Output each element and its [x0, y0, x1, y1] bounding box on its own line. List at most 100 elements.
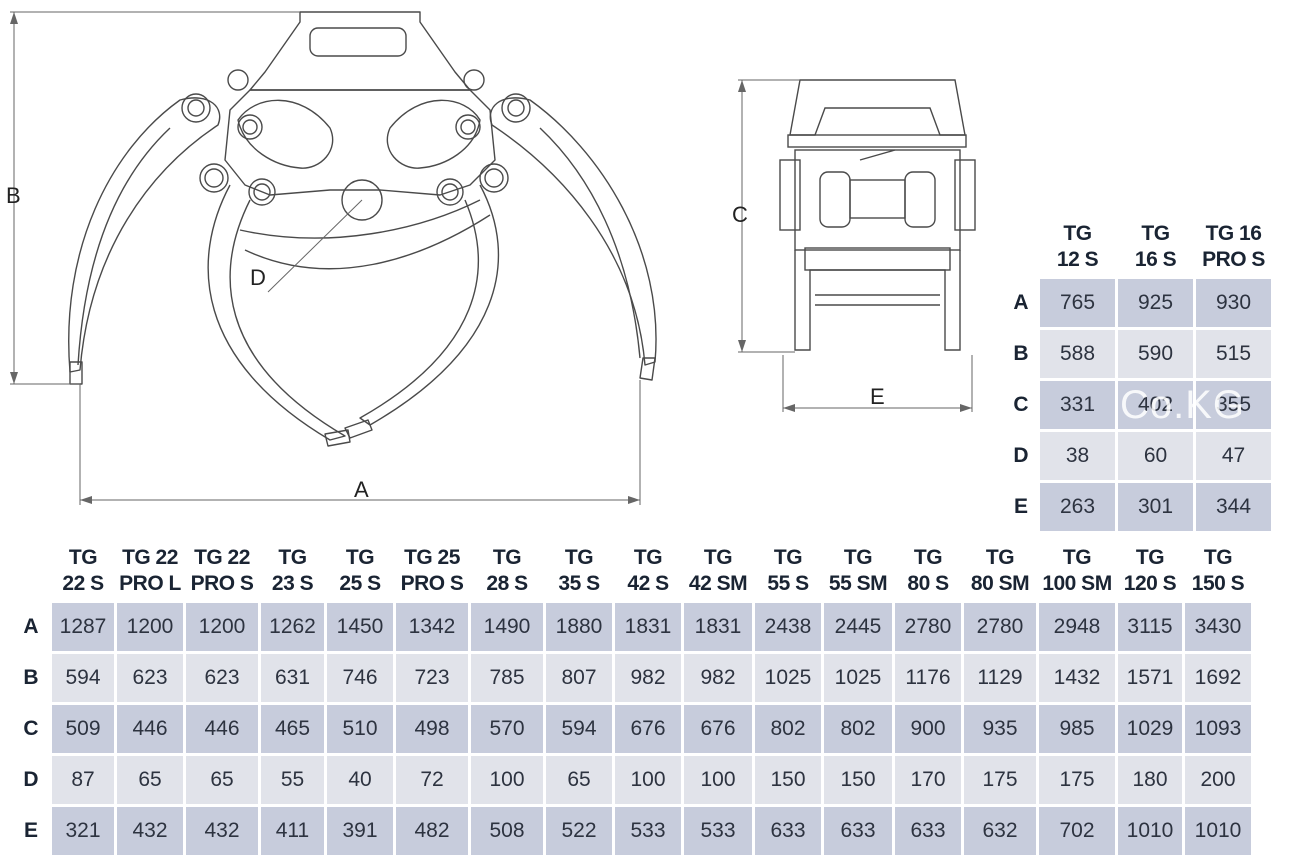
- table-row: C 331 402 355: [1009, 381, 1271, 429]
- column-header: TG 22 PRO L: [119, 546, 181, 595]
- table-cell: 2438: [755, 603, 821, 651]
- table-cell: 1010: [1118, 807, 1182, 855]
- table-cell: 40: [327, 756, 393, 804]
- table-cell: 702: [1039, 807, 1115, 855]
- table-cell: 594: [546, 705, 612, 753]
- dimension-label-a: A: [354, 477, 369, 502]
- table-cell: 355: [1196, 381, 1271, 429]
- table-cell: 509: [52, 705, 114, 753]
- table-cell: 1831: [615, 603, 681, 651]
- column-header: TG 100 SM: [1042, 546, 1112, 595]
- table-cell: 72: [396, 756, 468, 804]
- table-cell: 594: [52, 654, 114, 702]
- corner-cell: [17, 537, 49, 600]
- table-cell: 3430: [1185, 603, 1251, 651]
- column-header: TG 16 S: [1134, 222, 1177, 271]
- column-header: TG 55 S: [767, 546, 809, 595]
- table-cell: 746: [327, 654, 393, 702]
- table-cell: 175: [964, 756, 1036, 804]
- row-label: E: [1013, 495, 1028, 518]
- table-cell: 60: [1118, 432, 1193, 480]
- table-cell: 170: [895, 756, 961, 804]
- table-cell: 985: [1039, 705, 1115, 753]
- table-cell: 802: [824, 705, 892, 753]
- column-header: TG 25 PRO S: [400, 546, 464, 595]
- dimension-label-c: C: [732, 202, 748, 227]
- dimension-arrows: [10, 12, 640, 504]
- row-label: B: [1013, 342, 1029, 365]
- table-cell: 446: [117, 705, 183, 753]
- table-cell: 982: [615, 654, 681, 702]
- table-cell: 432: [117, 807, 183, 855]
- table-cell: 38: [1040, 432, 1115, 480]
- table-cell: 402: [1118, 381, 1193, 429]
- table-cell: 510: [327, 705, 393, 753]
- table-cell: 633: [895, 807, 961, 855]
- column-header: TG 22 S: [62, 546, 104, 595]
- rotator-arrows: [738, 80, 972, 412]
- table-cell: 2948: [1039, 603, 1115, 651]
- table-cell: 1490: [471, 603, 543, 651]
- table-row: E 263 301 344: [1009, 483, 1271, 531]
- column-header: TG 42 SM: [688, 546, 748, 595]
- table-cell: 175: [1039, 756, 1115, 804]
- row-label: E: [23, 819, 38, 842]
- table-cell: 633: [824, 807, 892, 855]
- row-label: D: [1013, 444, 1029, 467]
- dimension-label-b: B: [6, 183, 21, 208]
- table-cell: 1029: [1118, 705, 1182, 753]
- table-cell: 930: [1196, 279, 1271, 327]
- row-label: C: [1013, 393, 1029, 416]
- column-header: TG 12 S: [1056, 222, 1099, 271]
- watermark: Co.KG: [1120, 383, 1246, 427]
- table-cell: 723: [396, 654, 468, 702]
- column-header: TG 22 PRO S: [190, 546, 254, 595]
- table-cell: 498: [396, 705, 468, 753]
- table-cell: 1342: [396, 603, 468, 651]
- table-cell: 588: [1040, 330, 1115, 378]
- table-cell: 100: [471, 756, 543, 804]
- table-cell: 2780: [964, 603, 1036, 651]
- table-cell: 411: [261, 807, 324, 855]
- column-header: TG 80 SM: [970, 546, 1030, 595]
- table-cell: 1262: [261, 603, 324, 651]
- table-cell: 1880: [546, 603, 612, 651]
- table-cell: 391: [327, 807, 393, 855]
- column-header: TG 55 SM: [828, 546, 888, 595]
- table-cell: 55: [261, 756, 324, 804]
- table-cell: 623: [186, 654, 258, 702]
- column-header: TG 42 S: [627, 546, 669, 595]
- table-cell: 1287: [52, 603, 114, 651]
- row-label: D: [23, 768, 39, 791]
- table-cell: 633: [755, 807, 821, 855]
- grapple-front-view: [68, 11, 657, 447]
- table-cell: 676: [615, 705, 681, 753]
- table-cell: 321: [52, 807, 114, 855]
- column-header: TG 23 S: [271, 546, 314, 595]
- column-header: TG 25 S: [339, 546, 381, 595]
- table-cell: 533: [615, 807, 681, 855]
- table-cell: 676: [684, 705, 752, 753]
- row-label: B: [23, 666, 39, 689]
- dimension-label-d: D: [250, 265, 266, 290]
- table-cell: 1200: [117, 603, 183, 651]
- table-cell: 2445: [824, 603, 892, 651]
- table-cell: 765: [1040, 279, 1115, 327]
- column-header: TG 120 S: [1123, 546, 1177, 595]
- table-cell: 1831: [684, 603, 752, 651]
- column-header: TG 35 S: [558, 546, 600, 595]
- table-cell: 1093: [1185, 705, 1251, 753]
- dimension-label-e: E: [870, 384, 885, 409]
- corner-cell: [1009, 215, 1037, 276]
- row-label: A: [1013, 291, 1029, 314]
- table-cell: 515: [1196, 330, 1271, 378]
- table-cell: 301: [1118, 483, 1193, 531]
- table-cell: 344: [1196, 483, 1271, 531]
